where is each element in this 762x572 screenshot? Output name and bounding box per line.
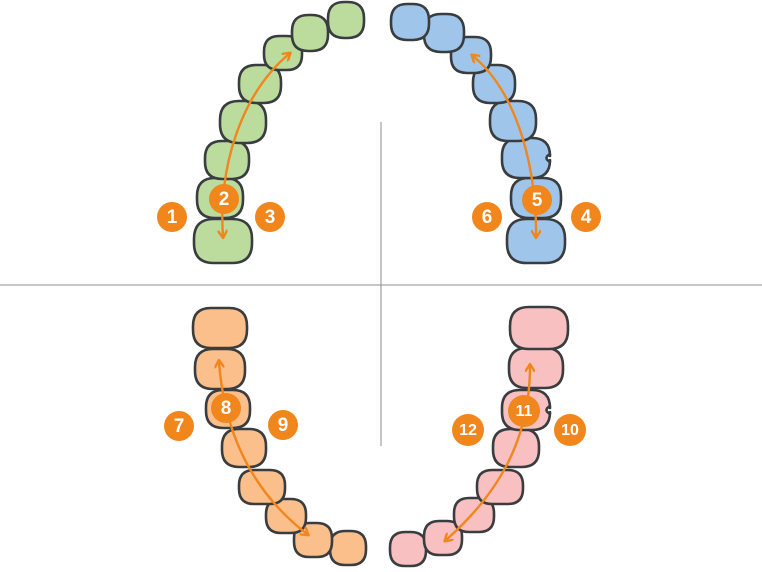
badge-number: 8 — [221, 398, 232, 419]
numbered-circle-icon — [255, 202, 285, 232]
badge-8: 8 — [211, 393, 241, 423]
tooth-lower-right — [507, 346, 565, 390]
tooth-upper-right — [389, 2, 431, 42]
numbered-circle-icon — [209, 184, 239, 214]
badge-number: 7 — [174, 416, 185, 437]
numbered-circle-icon — [522, 185, 552, 215]
tooth-upper-left — [218, 99, 268, 145]
double-headed-arrow-icon-lower-left — [219, 362, 307, 534]
badge-number: 2 — [219, 189, 230, 210]
badge-6: 6 — [472, 202, 502, 232]
tooth-lower-right — [491, 427, 541, 469]
badge-number: 12 — [459, 422, 477, 439]
numbered-circle-icon — [164, 411, 194, 441]
numbered-circle-icon — [554, 414, 586, 446]
numbered-circle-icon — [268, 410, 298, 440]
badge-3: 3 — [255, 202, 285, 232]
numbered-circle-icon — [571, 202, 601, 232]
badge-1: 1 — [157, 202, 187, 232]
numbered-circle-icon — [508, 395, 540, 427]
tooth-lower-left — [220, 427, 268, 469]
numbered-circle-icon — [472, 202, 502, 232]
tooth-upper-right — [488, 99, 538, 143]
tooth-upper-left — [290, 13, 330, 53]
badge-number: 9 — [278, 415, 289, 436]
numbered-circle-icon — [211, 393, 241, 423]
badge-number: 5 — [532, 190, 543, 211]
tooth-lower-right — [508, 305, 570, 351]
badge-number: 6 — [482, 207, 493, 228]
tooth-lower-right — [388, 530, 428, 568]
tooth-upper-left — [326, 0, 366, 40]
badge-11: 11 — [508, 395, 540, 427]
numbered-circle-icon — [157, 202, 187, 232]
badge-2: 2 — [209, 184, 239, 214]
badge-10: 10 — [554, 414, 586, 446]
numbered-circle-icon — [452, 414, 484, 446]
tooth-upper-right — [500, 136, 552, 180]
badge-number: 3 — [265, 207, 276, 228]
tooth-lower-left — [191, 306, 249, 350]
badge-12: 12 — [452, 414, 484, 446]
badge-number: 1 — [167, 207, 178, 228]
tooth-lower-left — [328, 529, 368, 567]
badge-9: 9 — [268, 410, 298, 440]
badge-5: 5 — [522, 185, 552, 215]
badge-7: 7 — [164, 411, 194, 441]
badge-number: 10 — [561, 422, 579, 439]
double-headed-arrow-icon-lower-right — [446, 366, 530, 540]
badge-number: 11 — [516, 403, 533, 420]
badge-number: 4 — [581, 207, 592, 228]
badge-4: 4 — [571, 202, 601, 232]
